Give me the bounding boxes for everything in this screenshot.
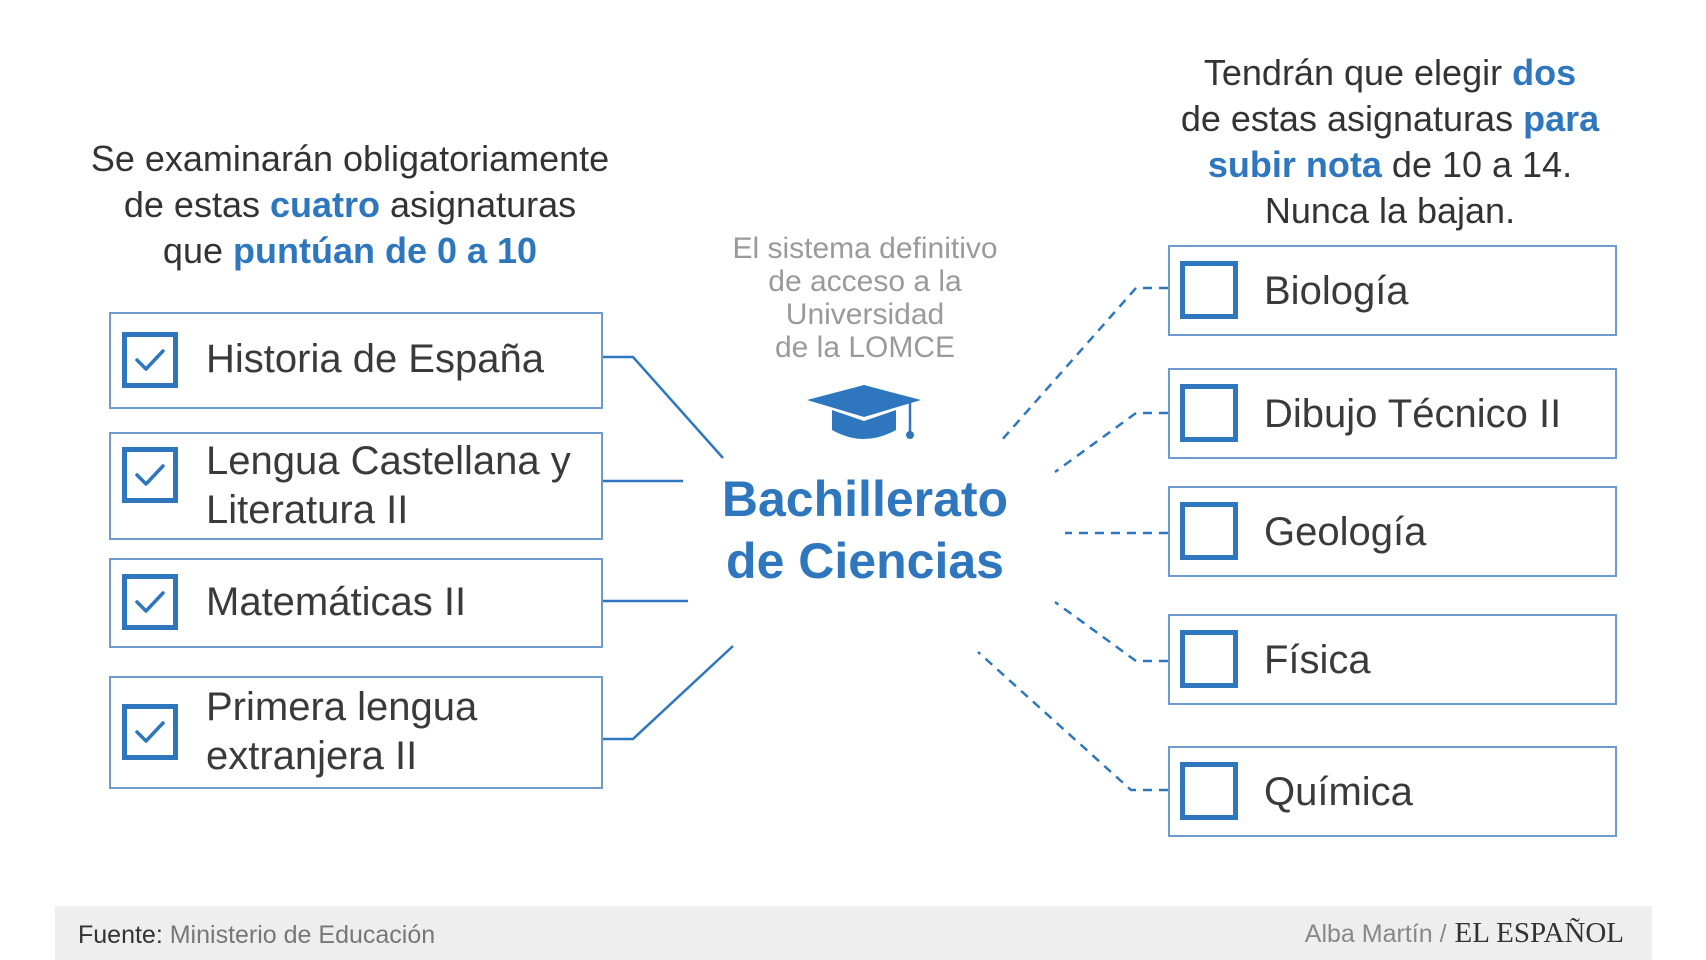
intro-left-line-2: de estas cuatro asignaturas (123, 184, 577, 225)
subject-label: Lengua Castellana y Literatura II (206, 439, 571, 532)
connector-optional-1 (999, 286, 1168, 443)
checkmark-icon (135, 591, 165, 613)
source-value: Ministerio de Educación (169, 921, 436, 949)
intro-right-line-2: de estas asignaturas para (1180, 98, 1600, 139)
subject-label: Primera lengua extranjera II (206, 685, 478, 778)
checkbox-checked[interactable] (122, 332, 178, 388)
checkbox-checked[interactable] (122, 704, 178, 760)
checkbox-checked[interactable] (122, 574, 178, 630)
footer-credit: Alba Martín /EL ESPAÑOL (1305, 916, 1624, 951)
intro-right-line-1: Tendrán que elegir dos (1203, 52, 1577, 93)
intro-highlight: puntúan de 0 a 10 (233, 230, 538, 271)
subject-label: Matemáticas II (206, 580, 467, 624)
center-subtitle: El sistema definitivo de acceso a la Uni… (732, 232, 998, 364)
subject-label: Biología (1264, 269, 1409, 313)
optional-connectors (977, 286, 1168, 792)
mandatory-subject-lengua: Lengua Castellana y Literatura II (109, 432, 603, 540)
mandatory-subject-historia: Historia de España (109, 312, 603, 409)
connector-mandatory-1 (603, 355, 724, 459)
checkbox-unchecked[interactable] (1180, 261, 1238, 319)
optional-subject-dibujo-tecnico: Dibujo Técnico II (1168, 368, 1617, 459)
mandatory-subject-lengua-extranjera: Primera lengua extranjera II (109, 676, 603, 789)
checkbox-unchecked[interactable] (1180, 762, 1238, 820)
optional-subject-fisica: Física (1168, 614, 1617, 705)
optional-intro-text: Tendrán que elegir dos de estas asignatu… (1110, 50, 1670, 234)
connector-optional-4 (1054, 600, 1168, 663)
checkbox-unchecked[interactable] (1180, 630, 1238, 688)
intro-highlight: para (1523, 98, 1600, 139)
connector-mandatory-4 (603, 645, 734, 741)
mandatory-connectors (603, 355, 734, 741)
graduation-cap-icon (807, 385, 921, 439)
footer: Fuente: Ministerio de Educación Alba Mar… (55, 906, 1652, 960)
subject-label: Química (1264, 770, 1413, 814)
subject-label: Dibujo Técnico II (1264, 392, 1562, 436)
intro-right-line-3: subir nota de 10 a 14. (1207, 144, 1573, 185)
intro-right-line-4: Nunca la bajan. (1264, 190, 1516, 231)
checkmark-icon (135, 349, 165, 371)
subject-label: Historia de España (206, 337, 544, 381)
optional-subject-geologia: Geología (1168, 486, 1617, 577)
subject-label: Geología (1264, 510, 1427, 554)
checkbox-unchecked[interactable] (1180, 502, 1238, 560)
source-label: Fuente: (78, 921, 163, 949)
checkmark-icon (135, 464, 165, 486)
intro-highlight: dos (1512, 52, 1577, 93)
brand-logo: EL ESPAÑOL (1454, 917, 1624, 949)
author-credit: Alba Martín / (1304, 920, 1447, 948)
mandatory-subject-matematicas: Matemáticas II (109, 558, 603, 648)
optional-subject-biologia: Biología (1168, 245, 1617, 336)
footer-source: Fuente: Ministerio de Educación (78, 920, 435, 950)
optional-subject-quimica: Química (1168, 746, 1617, 837)
checkmark-icon (135, 721, 165, 743)
connector-optional-5 (977, 651, 1168, 792)
connector-optional-2 (1054, 411, 1168, 474)
intro-highlight: cuatro (269, 184, 380, 225)
intro-left-line-3: que puntúan de 0 a 10 (162, 230, 538, 271)
intro-left-line-1: Se examinarán obligatoriamente (90, 138, 610, 179)
intro-highlight: subir nota (1207, 144, 1382, 185)
center-title: Bachillerato de Ciencias (721, 471, 1009, 589)
checkbox-unchecked[interactable] (1180, 384, 1238, 442)
mandatory-intro-text: Se examinarán obligatoriamente de estas … (40, 136, 660, 274)
checkbox-checked[interactable] (122, 447, 178, 503)
subject-label: Física (1264, 638, 1371, 682)
